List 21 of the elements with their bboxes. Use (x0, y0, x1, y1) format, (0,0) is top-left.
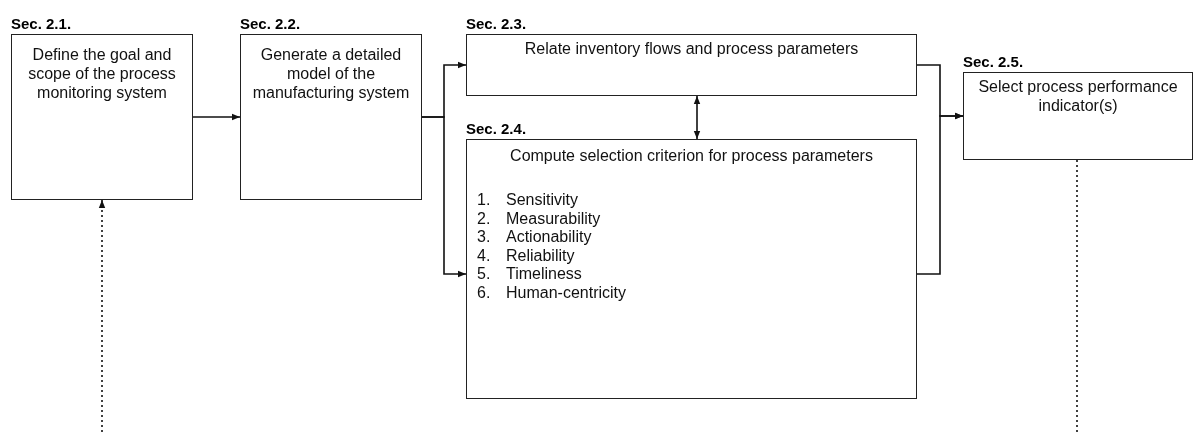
arrow (192, 113, 241, 121)
criterion-list-item: 4. Reliability (477, 246, 576, 265)
step-description: Generate a detailed model of the manufacturing system (251, 45, 411, 102)
step-description: Compute selection criterion for process parameters (510, 146, 873, 165)
criterion-list-item: 6. Human-centricity (477, 283, 628, 302)
step-description: Relate inventory flows and process parameters (524, 39, 859, 58)
criterion-list-item: 3. Actionability (477, 228, 593, 247)
arrow (693, 95, 701, 140)
criterion-list-item: 2. Measurability (477, 209, 602, 228)
arrow (916, 112, 964, 275)
section-heading: Sec. 2.1. (11, 15, 72, 32)
dotted-arrow (98, 199, 106, 432)
section-heading: Sec. 2.3. (466, 15, 527, 32)
section-heading: Sec. 2.5. (963, 53, 1024, 70)
section-heading: Sec. 2.2. (240, 15, 301, 32)
section-heading: Sec. 2.4. (466, 120, 527, 137)
criterion-list-item: 1. Sensitivity (477, 191, 580, 210)
arrow (421, 116, 467, 278)
criterion-list-item: 5. Timeliness (477, 265, 583, 284)
step-description: Select process performance indicator(s) (977, 77, 1179, 115)
step-description: Define the goal and scope of the process monitoring system (27, 45, 177, 102)
